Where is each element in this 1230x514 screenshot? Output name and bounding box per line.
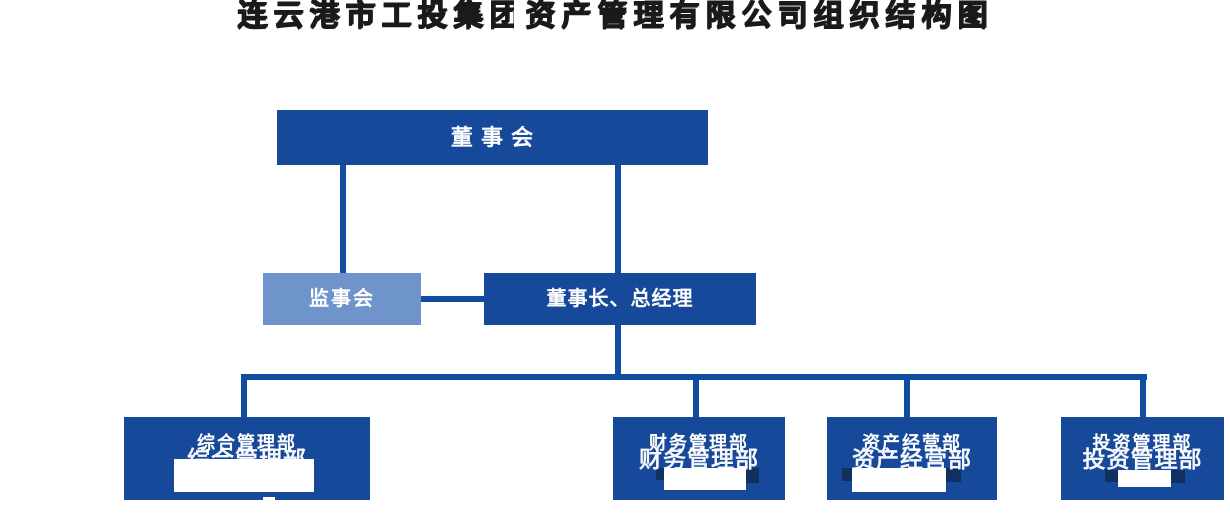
org-node-dept-finance-management: 财务管理部 财务管理部 bbox=[613, 417, 785, 500]
connector-chairman-to-bus bbox=[615, 325, 621, 375]
connector-drop-finance-management bbox=[693, 380, 699, 417]
org-node-supervisory-board: 监事会 bbox=[263, 273, 421, 325]
dept-label: 综合管理部 bbox=[197, 433, 297, 453]
connector-supervisory-to-chairman bbox=[421, 296, 484, 302]
dept-label-ghost: 投资管理部 bbox=[1082, 446, 1203, 472]
dept-label-ghost: 综合管理部 bbox=[187, 446, 307, 472]
dept-label-ghost: 资产经营部 bbox=[852, 446, 972, 472]
org-node-dept-investment-management: 投资管理部 投资管理部 bbox=[1061, 417, 1224, 500]
white-rect-render-artifact bbox=[1105, 470, 1185, 487]
dept-label: 资产经营部 bbox=[862, 433, 962, 453]
org-node-dept-general-management: 综合管理部 综合管理部 bbox=[124, 417, 370, 500]
connector-drop-asset-operation bbox=[904, 380, 910, 417]
org-node-label: 监事会 bbox=[309, 288, 375, 310]
white-rect-render-artifact bbox=[656, 468, 759, 490]
dept-label: 投资管理部 bbox=[1092, 433, 1193, 453]
bottom-edge-render-artifact bbox=[263, 497, 275, 504]
org-node-board-of-directors: 董 事 会 bbox=[277, 110, 708, 165]
connector-board-to-supervisory bbox=[340, 165, 346, 273]
org-node-chairman-general-manager: 董事长、总经理 bbox=[484, 273, 756, 325]
org-node-label: 董 事 会 bbox=[450, 125, 535, 150]
org-node-label: 董事长、总经理 bbox=[546, 288, 694, 310]
white-rect-render-artifact bbox=[174, 459, 314, 492]
dept-label-ghost: 财务管理部 bbox=[639, 446, 759, 472]
connector-horizontal-bus bbox=[241, 374, 1147, 380]
org-node-dept-asset-operation: 资产经营部 资产经营部 bbox=[827, 417, 997, 500]
dept-label: 财务管理部 bbox=[649, 433, 749, 453]
title-render-artifact bbox=[514, 0, 525, 40]
white-rect-render-artifact bbox=[842, 468, 961, 492]
page-title: 连云港市工投集团资产管理有限公司组织结构图 bbox=[237, 0, 993, 32]
connector-drop-investment-management bbox=[1140, 380, 1146, 417]
connector-drop-general-management bbox=[241, 380, 247, 417]
connector-board-to-chairman bbox=[615, 165, 621, 273]
